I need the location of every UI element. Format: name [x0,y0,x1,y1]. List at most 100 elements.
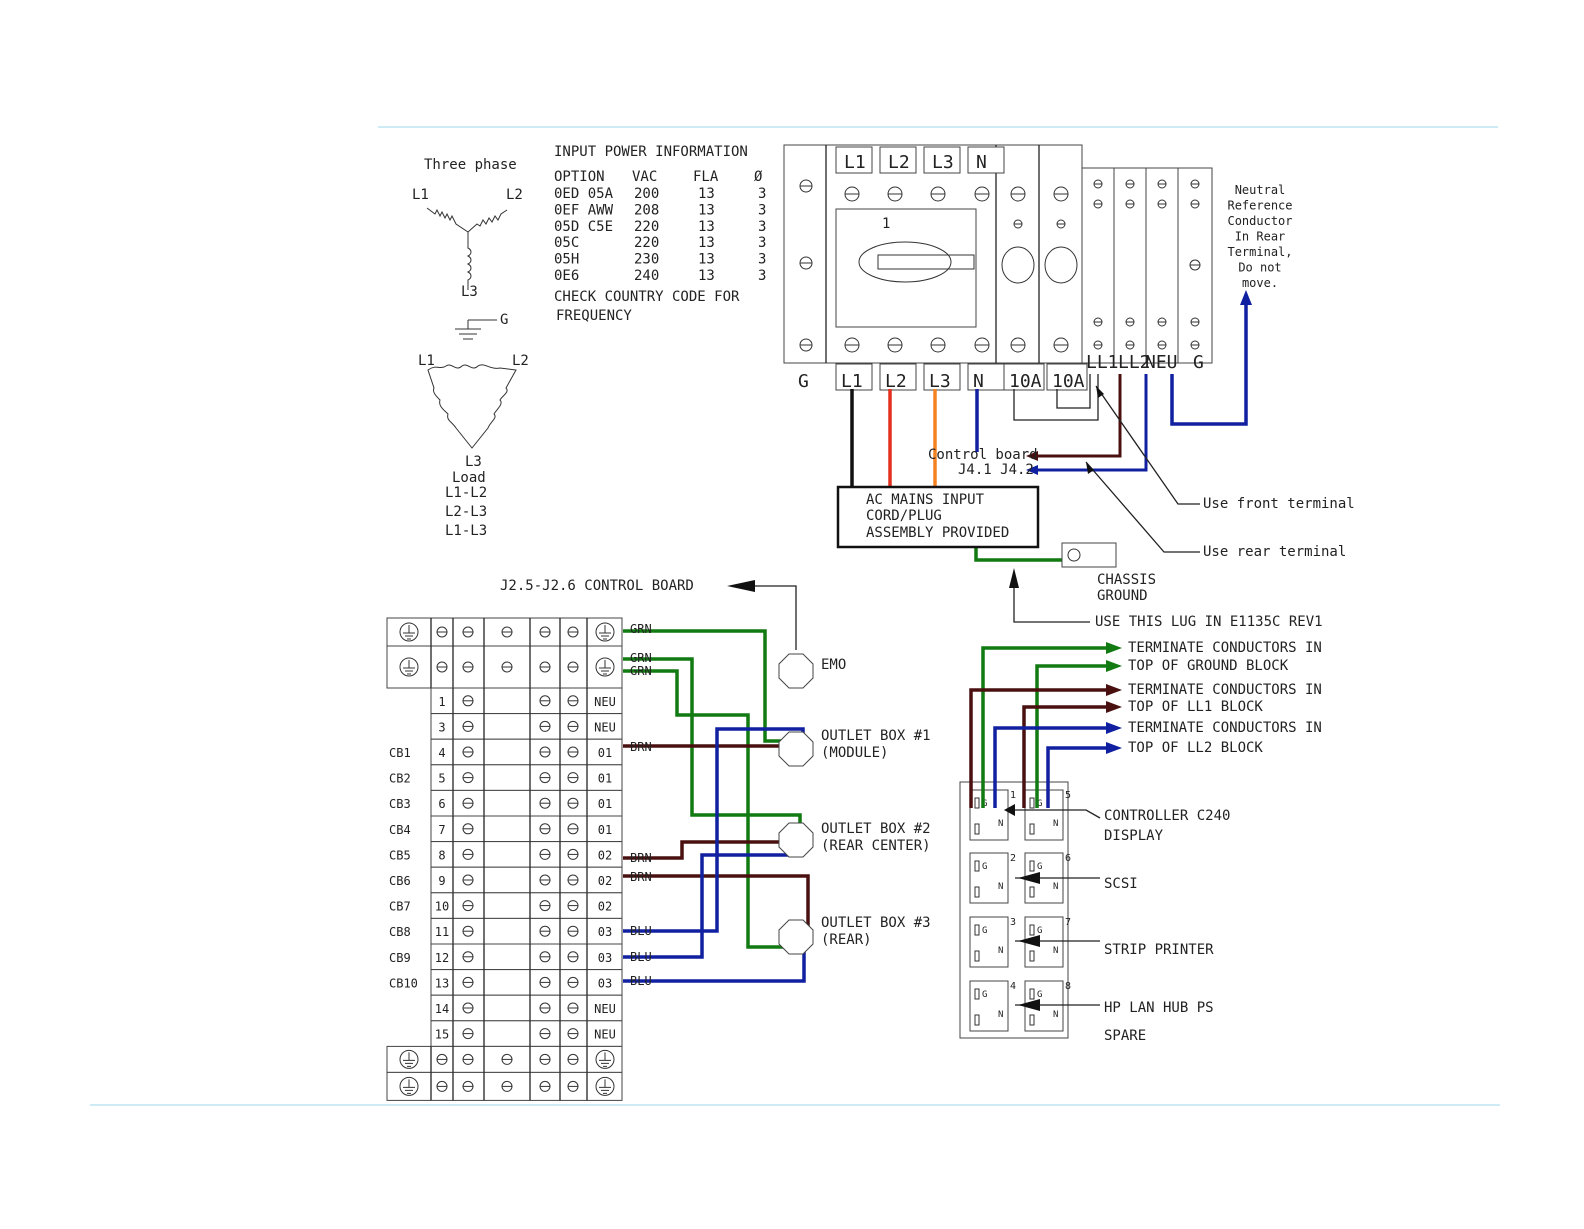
power-header-vac: VAC [632,169,657,185]
outlet-box-2 [778,822,814,858]
terminal-row [430,815,623,843]
load-line-2: L2-L3 [445,504,487,520]
wire-label-brn1: BRN [630,740,652,754]
power-cell-3-3: 3 [758,235,766,251]
power-cell-1-2: 13 [698,202,715,218]
strip-num-3: 4 [1010,981,1016,992]
strip-n-label: N [998,882,1003,892]
terminal-right-0: NEU [594,695,616,709]
neutral-blue-wire [1170,302,1248,426]
input-power-table: INPUT POWER INFORMATION OPTION VAC FLA Ø… [554,144,766,324]
wire-label-blu3: BLU [630,974,652,988]
power-cell-5-1: 240 [634,268,659,284]
delta-l3-label: L3 [465,454,482,470]
switch-number: 1 [882,216,890,232]
terminal-row [430,943,623,971]
device-label-5: SPARE [1104,1028,1146,1044]
strip-g-label: G [1037,862,1042,872]
power-cell-1-0: 0EF AWW [554,202,614,218]
terminal-right-6: 02 [598,848,612,862]
strip-g-label: G [1037,926,1042,936]
power-cell-3-2: 13 [698,235,715,251]
terminal-cb-5: CB4 [389,823,411,837]
strip-num-0: 1 [1010,790,1016,801]
breaker-bottom-label-4: N [973,371,984,392]
outlet-3-sublabel: (REAR) [821,932,872,948]
emo-switch [778,653,814,689]
strip-num-5: 6 [1065,853,1071,864]
breaker-bottom-label-6: 10A [1052,371,1085,392]
terminal-right-12: NEU [594,1002,616,1016]
control-brown-wire [1038,374,1122,458]
wye-l3-label: L3 [461,284,478,300]
terminate-note-2: TERMINATE CONDUCTORS IN [1128,682,1322,698]
ground-icon [455,319,497,340]
terminal-cb-3: CB2 [389,772,411,786]
ac-mains-line-1: AC MAINS INPUT [866,492,985,508]
terminal-num-9: 11 [435,925,449,939]
ground-screw-icon [595,1049,615,1069]
breaker-top-label-1: L2 [888,152,910,173]
terminal-right-9: 03 [598,925,612,939]
terminal-right-10: 03 [598,951,612,965]
chassis-lug [1061,542,1117,568]
terminal-right-7: 02 [598,874,612,888]
device-label-4: HP LAN HUB PS [1104,1000,1214,1016]
ll2-block [1113,167,1147,364]
power-header-fla: FLA [693,169,719,185]
wire-label-brn3: BRN [630,870,652,884]
load-label: Load [452,470,486,486]
strip-outlet: GN5 [1024,789,1071,841]
terminal-row [430,841,623,868]
three-phase-title: Three phase [424,157,517,173]
terminal-num-6: 8 [438,848,445,862]
power-cell-2-3: 3 [758,219,766,235]
front-terminal-note: Use front terminal [1203,496,1355,512]
neutral-note-5: Do not [1238,261,1281,275]
strip-g-label: G [1037,990,1042,1000]
emo-label: EMO [821,657,846,673]
three-phase-symbols: Three phase L1 L2 L3 G L1 L2 L3 Load L1-… [412,157,529,539]
power-info-title: INPUT POWER INFORMATION [554,144,748,160]
ac-mains-line-3: ASSEMBLY PROVIDED [866,525,1009,541]
terminal-num-13: 15 [435,1028,449,1042]
delta-l2-label: L2 [512,353,529,369]
terminal-num-2: 4 [438,746,445,760]
neutral-note-1: Reference [1227,199,1292,213]
terminal-right-5: 01 [598,823,612,837]
chassis-label-2: GROUND [1097,588,1148,604]
strip-n-label: N [1053,819,1058,829]
ground-screw-icon [595,657,615,677]
power-cell-2-2: 13 [698,219,715,235]
breaker-bottom-label-5: 10A [1009,371,1042,392]
strip-num-1: 2 [1010,853,1016,864]
outlet-2-sublabel: (REAR CENTER) [821,838,931,854]
power-note-1: CHECK COUNTRY CODE FOR [554,289,740,305]
terminate-note-0: TERMINATE CONDUCTORS IN [1128,640,1322,656]
neu-block [1145,167,1179,364]
terminal-cb-11: CB10 [389,976,418,990]
control-board-pins: J4.1 J4.2 [958,462,1034,478]
chassis-label-1: CHASSIS [1097,572,1156,588]
strip-num-6: 7 [1065,917,1071,928]
terminal-right-11: 03 [598,976,612,990]
terminal-num-0: 1 [438,695,445,709]
power-cell-4-1: 230 [634,252,659,268]
control-board-label: Control board [928,447,1038,463]
power-cell-5-2: 13 [698,268,715,284]
terminal-num-7: 9 [438,874,445,888]
strip-n-label: N [1053,1010,1058,1020]
wire-label-grn2: GRN [630,651,652,665]
outlet-box-1 [778,731,814,767]
ll1-block [1081,167,1115,364]
neutral-note-6: move. [1242,276,1278,290]
power-cell-2-0: 05D C5E [554,219,613,235]
outlet-1-label: OUTLET BOX #1 [821,728,931,744]
terminate-note-5: TOP OF LL2 BLOCK [1128,740,1263,756]
terminal-row [430,866,623,894]
terminal-row [430,917,623,945]
